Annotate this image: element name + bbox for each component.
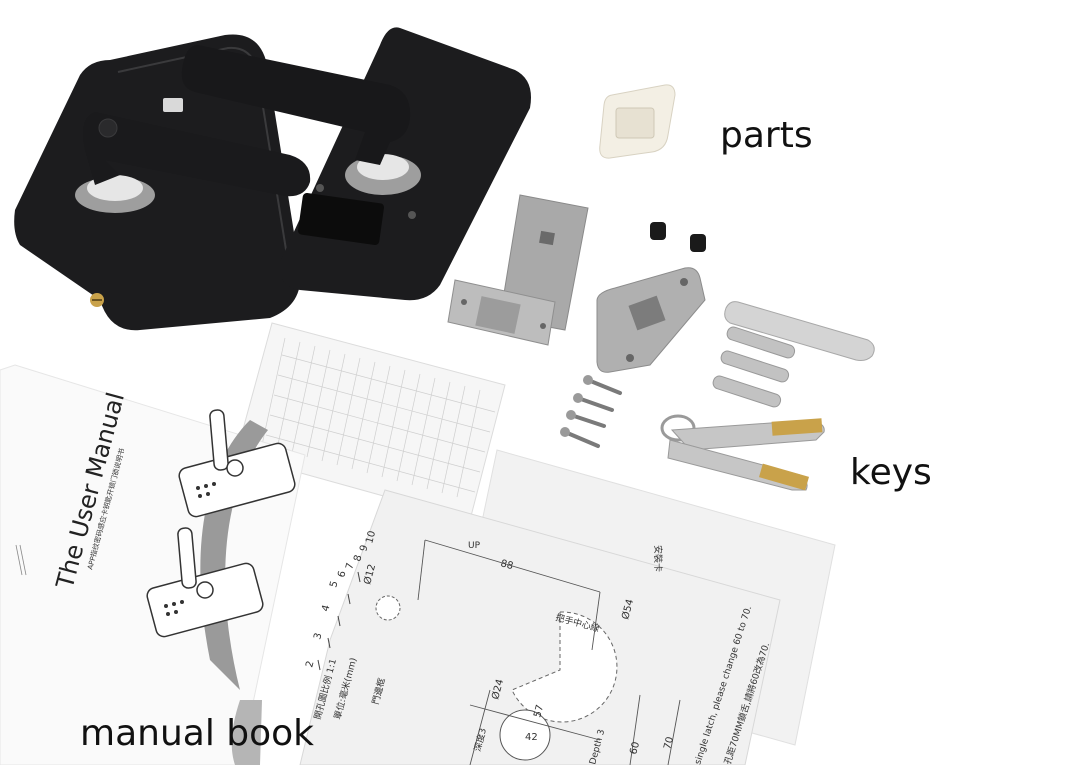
ruler-number: 6 bbox=[336, 570, 348, 579]
connecting-bolts bbox=[712, 326, 796, 408]
spindle-bar bbox=[724, 301, 875, 361]
screws bbox=[563, 378, 622, 448]
rubber-feet bbox=[650, 222, 706, 252]
keys-label: keys bbox=[850, 452, 932, 493]
ruler-number: 2 bbox=[304, 660, 316, 669]
grid-sheet bbox=[235, 322, 506, 521]
user-manual-booklet: The User Manual APP指纹密码感应卡钥匙开锁门锁说明书 bbox=[0, 364, 306, 765]
lever-handles bbox=[82, 45, 411, 197]
dim-42: 42 bbox=[525, 732, 538, 743]
mortise-latch bbox=[447, 194, 589, 346]
ruler-number: 9 bbox=[358, 544, 370, 553]
ruler-numbers: 2 3 4 5 6 7 8 9 10 bbox=[304, 530, 378, 669]
manual-lock-sketch-2 bbox=[146, 527, 264, 638]
ruler-number: 10 bbox=[364, 530, 378, 545]
ruler-number: 4 bbox=[320, 604, 332, 613]
hole-24 bbox=[499, 709, 551, 761]
manual-book-label: manual book bbox=[80, 713, 315, 754]
keys bbox=[660, 414, 825, 491]
ruler-number: 3 bbox=[312, 632, 324, 641]
dim-54: Ø54 bbox=[619, 598, 636, 621]
hole-12 bbox=[375, 595, 401, 621]
card-reader-icon bbox=[163, 98, 183, 112]
dim-57: 57 bbox=[532, 704, 546, 719]
ruler-number: 8 bbox=[352, 554, 364, 563]
dim-70: 70 bbox=[662, 736, 676, 751]
strike-box bbox=[599, 84, 676, 159]
ruler-number: 5 bbox=[328, 580, 340, 589]
dim-88: 88 bbox=[499, 558, 514, 572]
dim-12: Ø12 bbox=[361, 563, 378, 586]
card-title: 安裝卡 bbox=[652, 545, 664, 572]
parts-label: parts bbox=[720, 115, 813, 156]
dim-60: 60 bbox=[628, 741, 642, 756]
manual-lock-sketch-1 bbox=[178, 409, 296, 518]
fingerprint-sensor-icon bbox=[98, 118, 118, 138]
door-lock-rear bbox=[279, 27, 531, 301]
dim-24: Ø24 bbox=[489, 678, 506, 701]
drilling-template: 2 3 4 5 6 7 8 9 10 bbox=[299, 489, 781, 765]
ruler-number: 7 bbox=[344, 562, 356, 571]
up-text: UP bbox=[468, 541, 481, 551]
strike-plate bbox=[596, 267, 706, 373]
